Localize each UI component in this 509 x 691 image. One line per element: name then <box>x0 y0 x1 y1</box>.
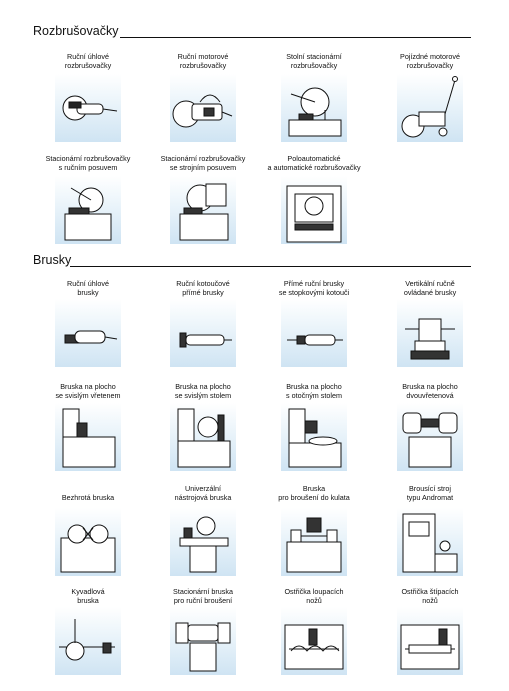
item-label: Bezhrotá bruska <box>61 493 115 502</box>
angle-grinder-icon <box>55 299 121 367</box>
vertical-grinder-icon <box>397 299 463 367</box>
item-label: Brousící stroj typu Andromat <box>406 484 454 502</box>
item-label: Ruční úhlové rozbrušovačky <box>64 52 112 70</box>
pendulum-grinder-icon <box>55 607 121 675</box>
centerless-grinder-icon <box>55 508 121 576</box>
item-label: Ostřička štípacích nožů <box>401 587 459 605</box>
automatic-cutoff-machine-icon <box>281 176 347 244</box>
vertical-table-surface-grinder-icon <box>170 403 236 471</box>
item-label: Ruční kotoučové přímé brusky <box>176 279 230 297</box>
item-label: Kyvadlová bruska <box>71 587 105 605</box>
vertical-spindle-surface-grinder-icon <box>55 403 121 471</box>
power-feed-cutoff-machine-icon <box>170 176 236 244</box>
item-label: Bruska pro broušení do kulata <box>278 484 350 502</box>
chipper-knife-sharpener-icon <box>397 607 463 675</box>
section-rule <box>120 37 471 38</box>
item-label: Ruční motorové rozbrušovačky <box>177 52 229 70</box>
double-spindle-surface-grinder-icon <box>397 403 463 471</box>
item-label: Stacionární rozbrušovačky se strojním po… <box>160 154 246 172</box>
straight-disc-grinder-icon <box>170 299 236 367</box>
item-label: Ostřička loupacích nožů <box>284 587 344 605</box>
item-label: Bruska na plocho dvouvřetenová <box>402 382 458 400</box>
manual-feed-cutoff-machine-icon <box>55 176 121 244</box>
item-label: Pojízdné motorové rozbrušovačky <box>400 52 460 70</box>
item-label: Poloautomatické a automatické rozbrušova… <box>267 154 361 172</box>
item-label: Bruska na plocho se svislým stolem <box>174 382 232 400</box>
item-label: Stolní stacionární rozbrušovačky <box>286 52 342 70</box>
item-label: Vertikální ručně ovládané brusky <box>403 279 457 297</box>
wheeled-cutoff-saw-icon <box>397 74 463 142</box>
motor-cutoff-saw-icon <box>170 74 236 142</box>
section-title-rozbrusovacky: Rozbrušovačky <box>33 24 119 38</box>
item-label: Bruska na plocho s otočným stolem <box>286 382 342 400</box>
angle-cutoff-saw-icon <box>55 74 121 142</box>
andromat-grinder-icon <box>397 508 463 576</box>
item-label: Ruční úhlové brusky <box>67 279 109 297</box>
universal-tool-grinder-icon <box>170 508 236 576</box>
section-rule <box>70 266 471 267</box>
item-label: Stacionární rozbrušovačky s ručním posuv… <box>45 154 131 172</box>
cylindrical-grinder-icon <box>281 508 347 576</box>
bench-grinder-icon <box>170 607 236 675</box>
bench-cutoff-saw-icon <box>281 74 347 142</box>
shank-grinder-icon <box>281 299 347 367</box>
item-label: Stacionární bruska pro ruční broušení <box>173 587 233 605</box>
item-label: Univerzální nástrojová bruska <box>174 484 232 502</box>
rotary-table-surface-grinder-icon <box>281 403 347 471</box>
item-label: Přímé ruční brusky se stopkovými kotouči <box>278 279 350 297</box>
peeling-knife-sharpener-icon <box>281 607 347 675</box>
item-label: Bruska na plocho se svislým vřetenem <box>55 382 121 400</box>
section-title-brusky: Brusky <box>33 253 72 267</box>
